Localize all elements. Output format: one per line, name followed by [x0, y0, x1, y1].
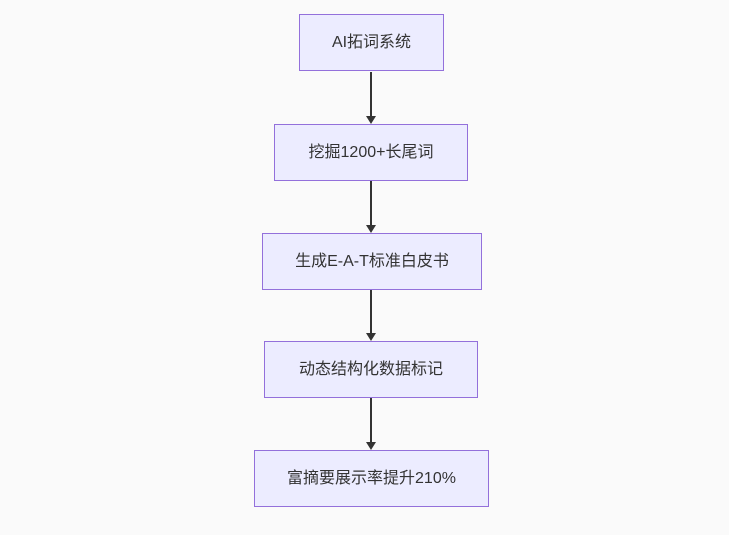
flow-node-label: 挖掘1200+长尾词 — [308, 143, 434, 161]
flow-node-structured-data-markup: 动态结构化数据标记 — [264, 341, 478, 398]
arrow-down-icon — [366, 181, 376, 233]
flow-node-longtail-mining: 挖掘1200+长尾词 — [274, 124, 468, 181]
flow-node-label: 动态结构化数据标记 — [298, 360, 443, 378]
flow-node-label: 富摘要展示率提升210% — [287, 469, 456, 487]
flow-node-label: AI拓词系统 — [331, 33, 412, 51]
flow-node-label: 生成E-A-T标准白皮书 — [295, 252, 449, 270]
flow-node-rich-snippet-result: 富摘要展示率提升210% — [254, 450, 489, 507]
flow-node-ai-keyword-system: AI拓词系统 — [299, 14, 444, 71]
flow-node-eat-whitepaper: 生成E-A-T标准白皮书 — [262, 233, 482, 290]
arrow-down-icon — [366, 398, 376, 450]
arrow-down-icon — [366, 72, 376, 124]
arrow-down-icon — [366, 290, 376, 341]
